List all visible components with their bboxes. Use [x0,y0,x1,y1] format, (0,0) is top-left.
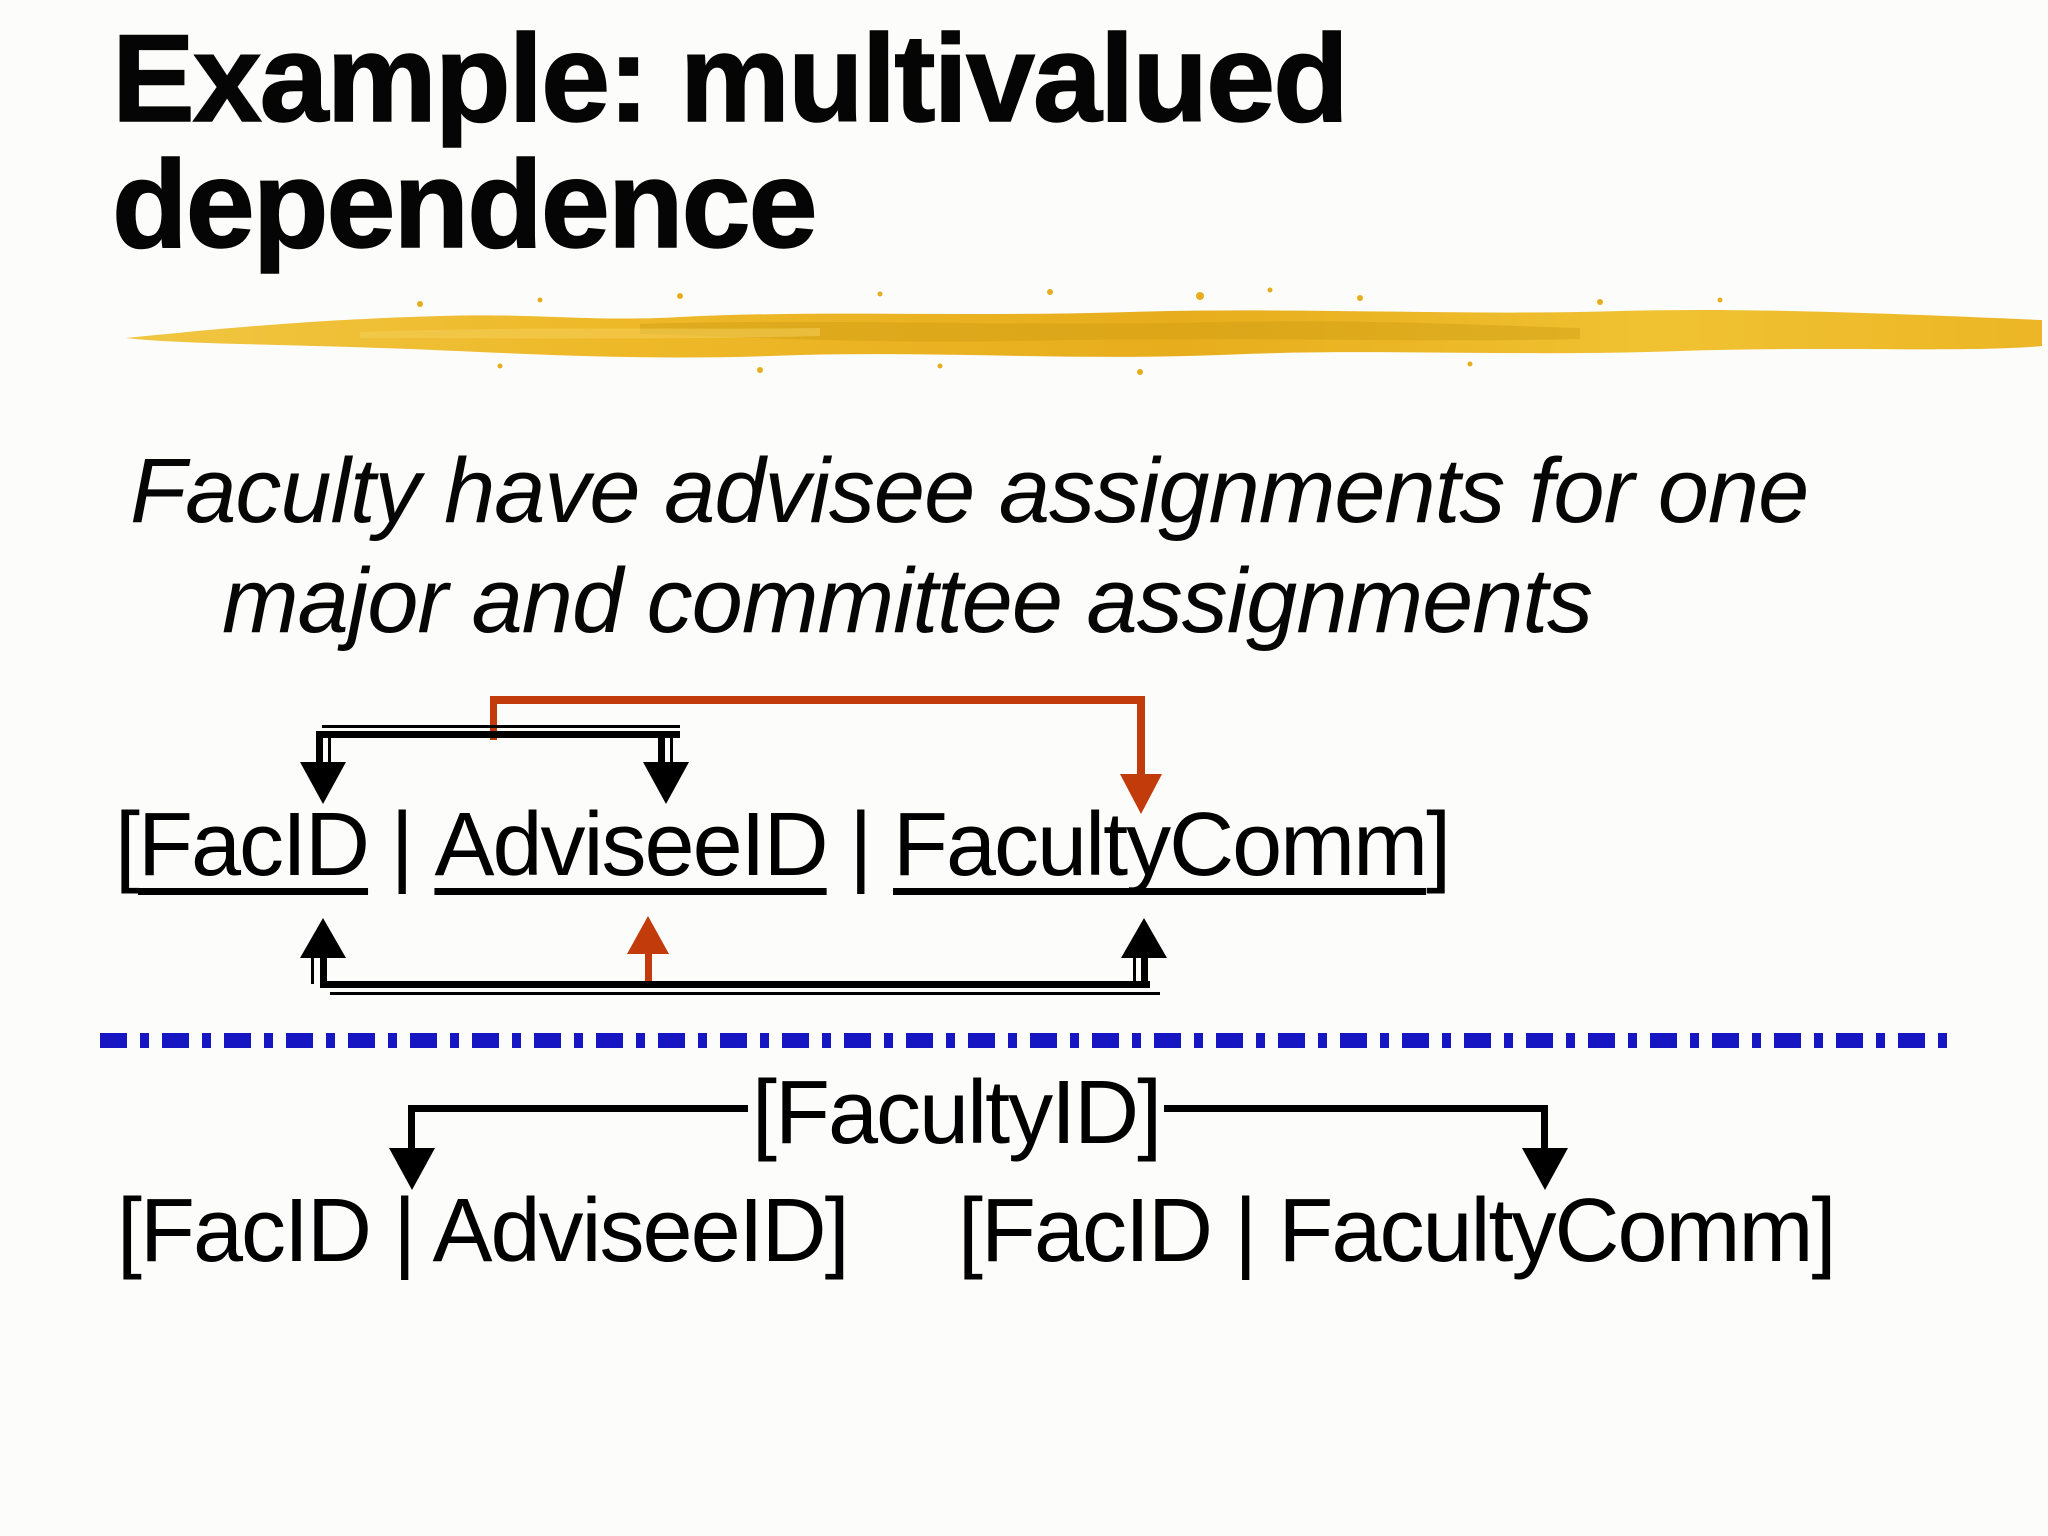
bottom-bracket-right-shaft [1141,954,1148,984]
arrowhead-down-facid [300,762,346,804]
slide-title: Example: multivalued dependence [111,10,1349,275]
mvd-red-arrow-horizontal [490,696,1145,704]
relation-bottom-right: [FacID | FacultyComm] [958,1181,1837,1281]
arrowhead-down-right-relation [1522,1148,1568,1190]
arrowhead-down-adviseeid [643,762,689,804]
mvd-red-arrow-vertical [1137,696,1145,776]
relation-top: [FacID|AdviseeID|FacultyComm] [115,800,1451,890]
close-bracket: ] [1426,795,1451,895]
top-bracket-left-shaft-thin [328,731,331,764]
slide-title-line2: dependence [111,136,818,275]
top-bracket-line-thin [322,725,680,728]
arrowhead-down-left-relation [389,1148,435,1190]
dash-dot-divider [100,1033,1958,1048]
attr-facid: FacID [138,795,370,895]
top-bracket-left-shaft [316,731,323,764]
join-line-left [408,1105,752,1112]
separator-pipe: | [390,795,414,895]
top-bracket-right-shaft [658,731,665,764]
attr-adviseeid: AdviseeID [434,795,828,895]
top-bracket-line-thick [322,731,680,738]
bottom-bracket-line-thin [330,992,1160,995]
open-bracket: [ [115,795,140,895]
subtitle-line1: Faculty have advisee assignments for one [130,440,1809,542]
mvd-red-arrowhead-down [1120,774,1162,814]
gold-brush-stroke [126,287,2042,375]
mvd-red-arrow-stub [490,700,497,740]
arrowhead-up-facultycomm [1121,918,1167,958]
attr-facultycomm: FacultyComm [893,795,1428,895]
top-bracket-right-shaft-thin [670,731,673,764]
join-line-right [1160,1105,1548,1112]
join-right-arrow-shaft [1541,1105,1548,1151]
bottom-bracket-right-shaft-thin [1133,954,1136,984]
bottom-bracket-left-shaft-thin [311,954,314,984]
join-left-arrow-shaft [408,1105,415,1151]
determinant-label: [FacultyID] [748,1068,1165,1158]
slide-title-line1: Example: multivalued [111,10,1349,148]
arrowhead-up-red-adviseeid [627,916,669,954]
slide-subtitle: Faculty have advisee assignments for one… [130,436,1809,657]
subtitle-line2: major and committee assignments [222,550,1593,653]
bottom-bracket-line-thick [320,981,1150,988]
separator-pipe: | [849,795,872,895]
relation-bottom-left: [FacID | AdviseeID] [117,1181,850,1281]
bottom-bracket-left-shaft [320,954,327,984]
arrowhead-up-facid [300,918,346,958]
red-up-arrow-shaft [645,952,652,983]
